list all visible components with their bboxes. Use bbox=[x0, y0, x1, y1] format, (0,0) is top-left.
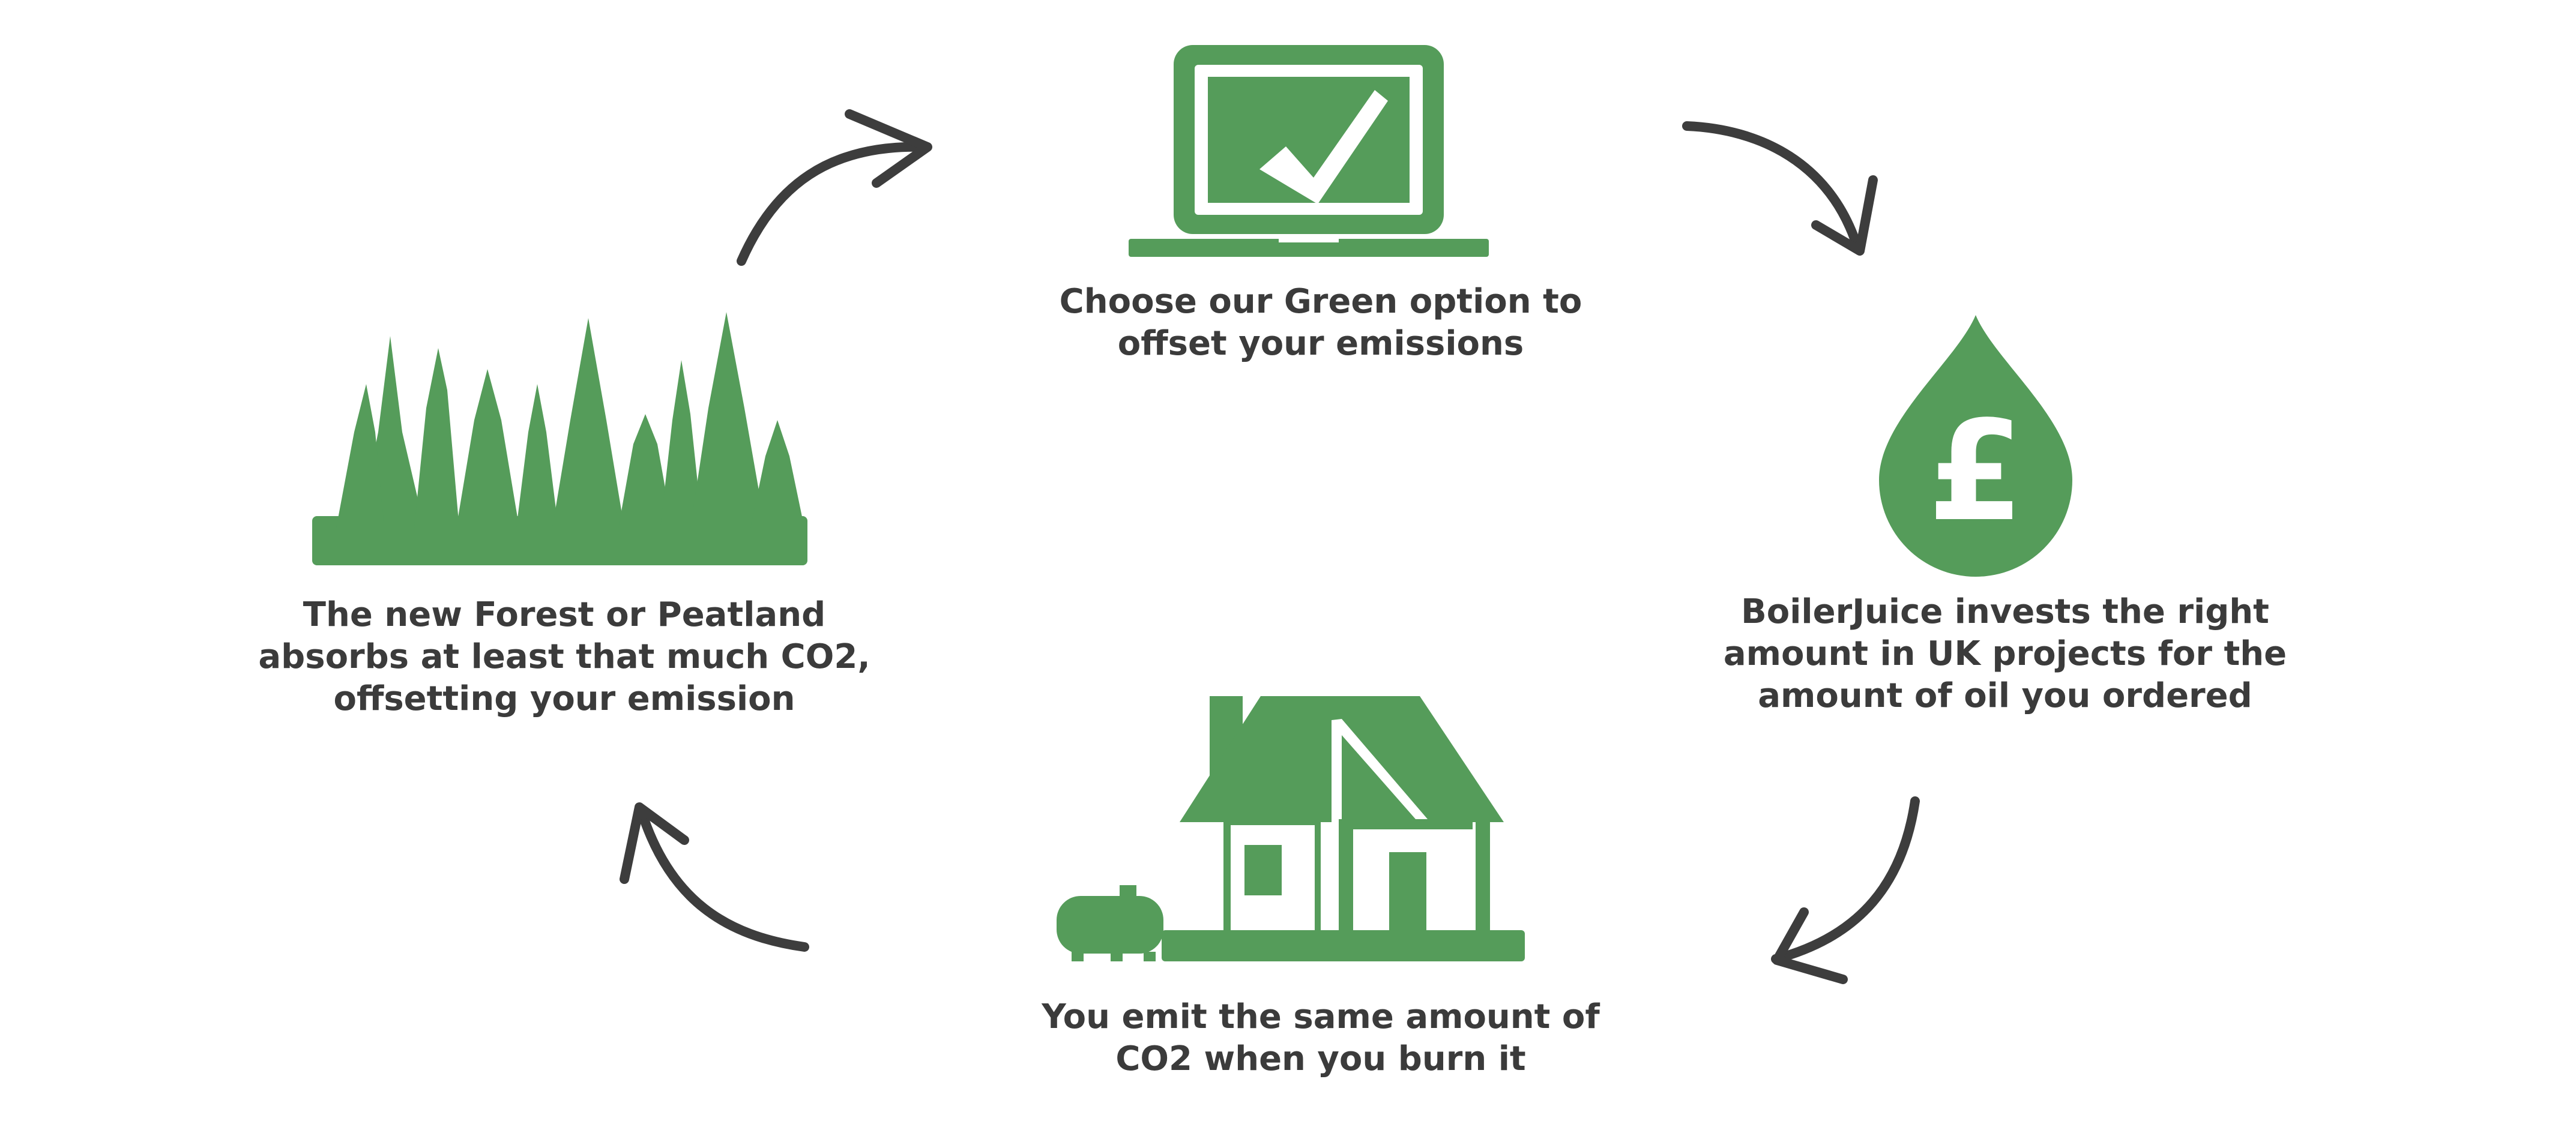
arrow-choose-to-invest bbox=[1682, 121, 1878, 256]
laptop-check-icon bbox=[1129, 45, 1489, 257]
caption-boilerjuice-invests: BoilerJuice invests the right amount in … bbox=[1723, 592, 2287, 715]
house-oil-tank-icon bbox=[1057, 696, 1525, 961]
arrow-forest-to-choose bbox=[737, 109, 932, 266]
caption-forest-absorbs: The new Forest or Peatland absorbs at le… bbox=[258, 595, 870, 718]
pound-drop-icon: £ bbox=[1879, 315, 2072, 577]
caption-you-emit: You emit the same amount of CO2 when you… bbox=[1042, 997, 1600, 1078]
arrow-emit-to-forest bbox=[620, 802, 809, 952]
forest-icon bbox=[312, 312, 807, 565]
pound-sign: £ bbox=[1928, 392, 2024, 552]
arrow-invest-to-emit bbox=[1771, 796, 1920, 984]
caption-choose-green-option: Choose our Green option to offset your e… bbox=[1059, 282, 1582, 363]
